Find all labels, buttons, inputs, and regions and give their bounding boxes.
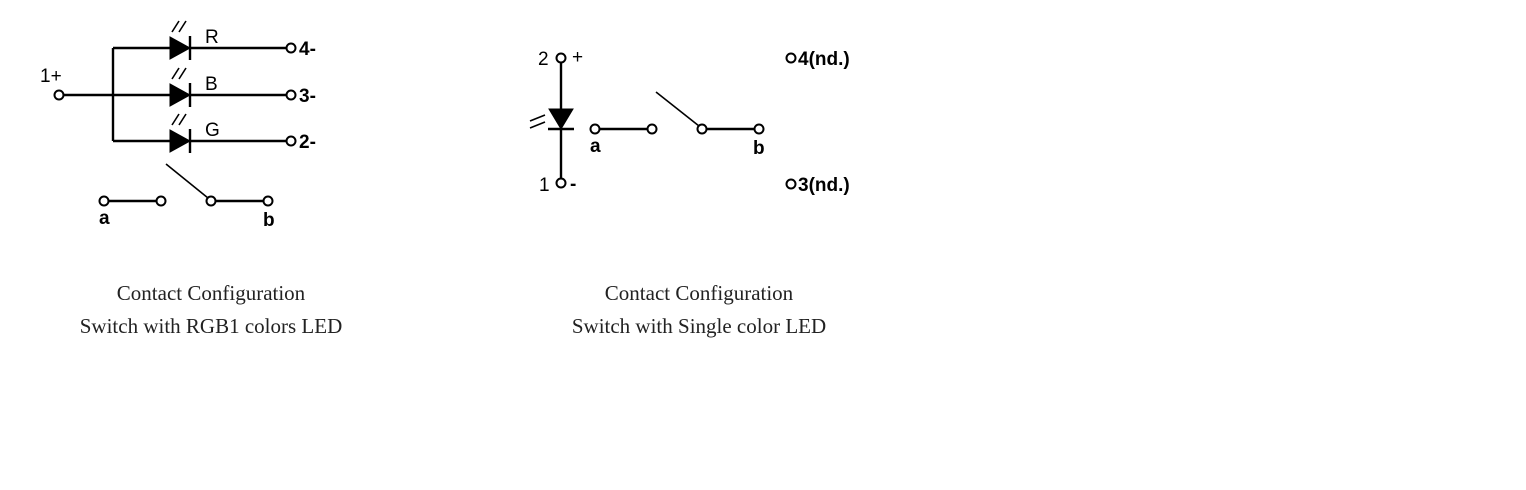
terminal-4-nd-pin: [785, 52, 797, 64]
blue-led-diode: [169, 67, 192, 107]
single-led-switch-diagram: 2 + 1 - a b 4(nd.): [529, 47, 850, 338]
single-caption-line1: Contact Configuration: [605, 281, 794, 305]
red-diode-triangle: [169, 36, 192, 60]
green-light-ray-2: [178, 113, 187, 126]
switch-lever: [165, 163, 209, 199]
single-led-diode: [529, 108, 574, 131]
terminal-4-nd-label: 4(nd.): [798, 49, 850, 70]
switch-pivot-pin: [205, 195, 217, 207]
rgb-led-switch-diagram: 1+ R 4- B 3-: [40, 20, 343, 338]
switch-a-contact-pin: [155, 195, 167, 207]
led-label-b: B: [205, 74, 218, 95]
single-diode-triangle: [548, 108, 574, 130]
led-label-r: R: [205, 27, 219, 48]
red-light-ray-1: [171, 20, 180, 33]
single-caption-line2: Switch with Single color LED: [572, 314, 826, 338]
switch-b-pin: [262, 195, 274, 207]
terminal-2-minus-label: 2-: [299, 132, 316, 153]
rgb-switch-contact: a b: [98, 163, 275, 231]
green-light-ray-1: [171, 113, 180, 126]
terminal-1-plus-label: 1+: [40, 66, 62, 87]
terminal-3-minus-label: 3-: [299, 86, 316, 107]
terminal-1-minus-sign: -: [570, 174, 576, 195]
terminal-3-nd-label: 3(nd.): [798, 175, 850, 196]
terminal-1-number-label: 1: [539, 175, 550, 196]
green-led-diode: [169, 113, 192, 153]
terminal-2-number-label: 2: [538, 49, 549, 70]
red-light-ray-2: [178, 20, 187, 33]
single-light-ray-1: [529, 114, 546, 122]
switch-a-pin: [589, 123, 601, 135]
terminal-2-plus-sign: +: [572, 47, 583, 68]
switch-pivot-pin: [696, 123, 708, 135]
blue-light-ray-1: [171, 67, 180, 80]
led-label-g: G: [205, 120, 220, 141]
blue-light-ray-2: [178, 67, 187, 80]
switch-a-contact-pin: [646, 123, 658, 135]
rgb-caption-line1: Contact Configuration: [117, 281, 306, 305]
terminal-4-minus-label: 4-: [299, 39, 316, 60]
green-diode-triangle: [169, 129, 192, 153]
terminal-2-pin: [555, 52, 567, 64]
terminal-1-pin: [555, 177, 567, 189]
red-led-diode: [169, 20, 192, 60]
switch-label-b: b: [263, 210, 275, 231]
single-switch-contact: a b: [589, 91, 765, 159]
switch-b-pin: [753, 123, 765, 135]
switch-a-pin: [98, 195, 110, 207]
switch-label-a: a: [99, 208, 110, 229]
blue-diode-triangle: [169, 83, 192, 107]
terminal-3-pin: [285, 89, 297, 101]
single-light-ray-2: [529, 121, 546, 129]
terminal-4-pin: [285, 42, 297, 54]
rgb-caption-line2: Switch with RGB1 colors LED: [80, 314, 343, 338]
switch-label-a: a: [590, 136, 601, 157]
terminal-3-nd-pin: [785, 178, 797, 190]
switch-label-b: b: [753, 138, 765, 159]
switch-lever: [655, 91, 700, 127]
terminal-2-pin: [285, 135, 297, 147]
terminal-1-pin: [53, 89, 65, 101]
